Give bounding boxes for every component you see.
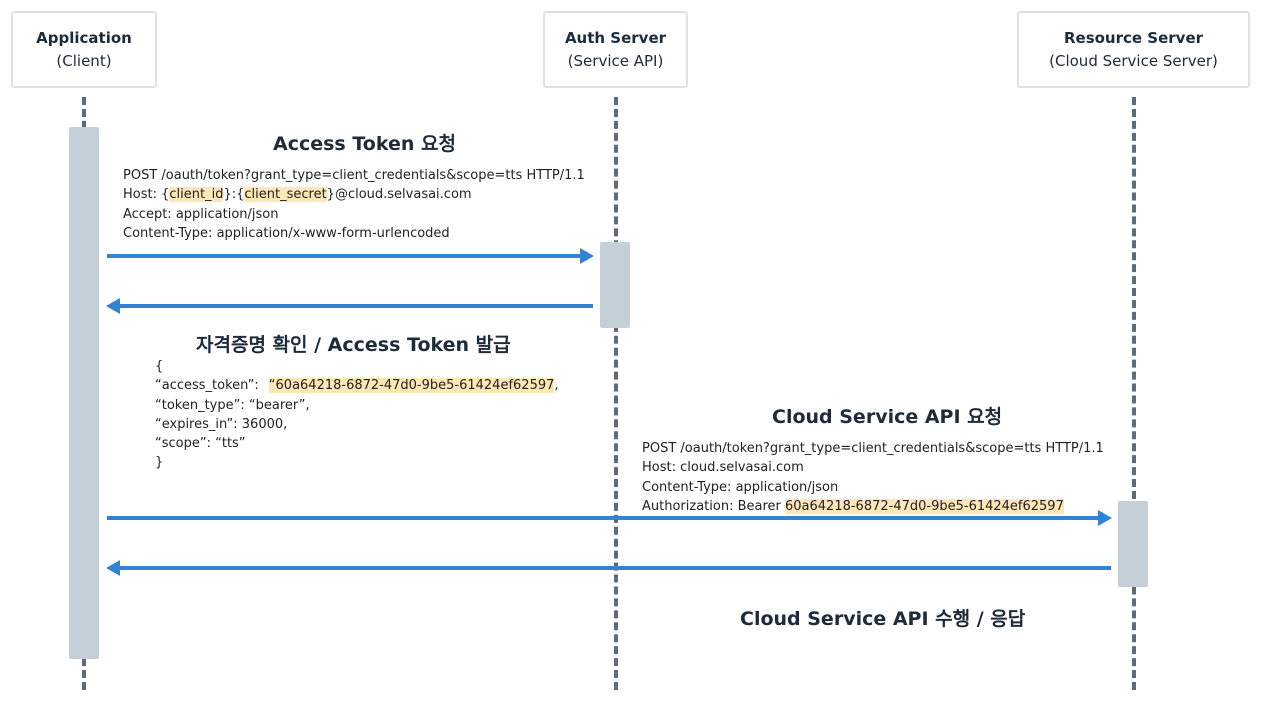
- step1-host-suffix: }@cloud.selvasai.com: [326, 187, 472, 203]
- step2-heading: 자격증명 확인 / Access Token 발급: [196, 334, 511, 356]
- json-expires-in-line: “expires_in”: 36000,: [155, 416, 288, 432]
- arrow-api-request: [107, 510, 1112, 526]
- actor-application-name: Application: [36, 28, 132, 47]
- client-secret-highlight: client_secret: [244, 187, 327, 203]
- lifeline-resource-server: [1132, 97, 1136, 690]
- step1-heading: Access Token 요청: [273, 133, 456, 155]
- json-token-type-line: “token_type”: “bearer”,: [155, 397, 310, 413]
- arrow-token-response: [106, 298, 593, 314]
- actor-auth-server-name: Auth Server: [564, 28, 667, 47]
- arrow-token-request: [107, 248, 594, 264]
- json-open-brace: {: [155, 359, 164, 374]
- activation-auth-server: [600, 242, 630, 328]
- step4-heading: Cloud Service API 수행 / 응답: [740, 608, 1026, 630]
- step3-line-post: POST /oauth/token?grant_type=client_cred…: [642, 441, 1104, 456]
- activation-application: [69, 127, 99, 659]
- step2-response-json: { “access_token”: “60a64218-6872-47d0-9be…: [155, 357, 559, 473]
- json-scope-line: “scope”: “tts”: [155, 436, 246, 452]
- actor-application-subtitle: (Client): [56, 51, 112, 70]
- actor-application: Application (Client): [11, 11, 157, 88]
- json-close-brace: }: [155, 455, 164, 471]
- json-access-token-comma: ,: [554, 378, 559, 394]
- step1-line-host: Host: {client_id}:{client_secret}@cloud.…: [123, 185, 585, 204]
- step3-line-host: Host: cloud.selvasai.com: [642, 460, 804, 476]
- access-token-highlight: “60a64218-6872-47d0-9be5-61424ef62597: [268, 378, 555, 394]
- step1-line-content-type: Content-Type: application/x-www-form-url…: [123, 225, 450, 241]
- step3-request-text: POST /oauth/token?grant_type=client_cred…: [642, 439, 1104, 516]
- step1-host-mid: }:{: [223, 187, 245, 203]
- actor-resource-server: Resource Server (Cloud Service Server): [1017, 11, 1250, 88]
- json-access-token-line: “access_token”: “60a64218-6872-47d0-9be5-…: [155, 376, 559, 395]
- step1-request-text: POST /oauth/token?grant_type=client_cred…: [123, 166, 585, 243]
- activation-resource-server: [1118, 501, 1148, 587]
- json-access-token-key: “access_token”:: [155, 378, 259, 394]
- actor-resource-server-subtitle: (Cloud Service Server): [1049, 51, 1218, 70]
- step1-host-prefix: Host: {: [123, 187, 170, 203]
- step3-line-content-type: Content-Type: application/json: [642, 479, 839, 495]
- step1-line-accept: Accept: application/json: [123, 206, 279, 222]
- lifeline-auth-server: [614, 97, 618, 690]
- actor-resource-server-name: Resource Server: [1063, 28, 1204, 47]
- step3-line-authorization: Authorization: Bearer 60a64218-6872-47d0…: [642, 497, 1104, 516]
- step3-authorization-prefix: Authorization: Bearer: [642, 498, 785, 514]
- bearer-token-highlight: 60a64218-6872-47d0-9be5-61424ef62597: [785, 498, 1064, 514]
- step3-heading: Cloud Service API 요청: [772, 406, 1003, 428]
- arrow-api-response: [106, 560, 1111, 576]
- step1-line-post: POST /oauth/token?grant_type=client_cred…: [123, 168, 585, 183]
- actor-auth-server: Auth Server (Service API): [543, 11, 688, 88]
- actor-auth-server-subtitle: (Service API): [567, 51, 664, 70]
- client-id-highlight: client_id: [169, 187, 224, 203]
